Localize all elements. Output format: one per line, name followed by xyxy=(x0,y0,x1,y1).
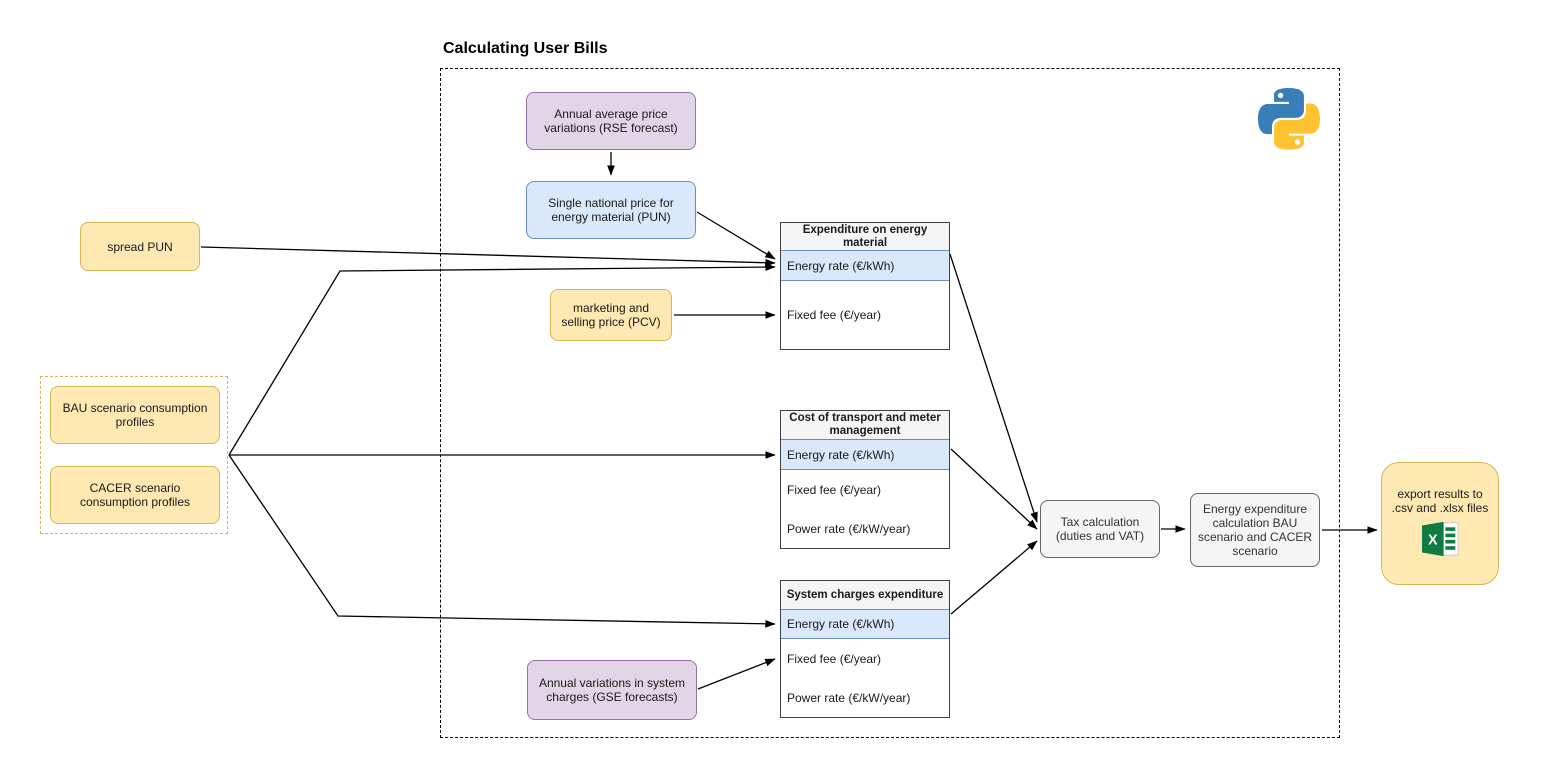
edge-table1-to-tax xyxy=(949,253,1038,523)
python-process-boundary xyxy=(440,68,1340,738)
node-bau-profiles-label: BAU scenario consumption profiles xyxy=(62,401,208,429)
consumption-profiles-group xyxy=(40,376,228,534)
edge-gse-to-fixed-fee3 xyxy=(697,658,776,690)
node-pcv-label: marketing and selling price (PCV) xyxy=(561,301,661,329)
edge-profiles-to-energy-rate3 xyxy=(228,454,776,628)
node-tax-calculation: Tax calculation (duties and VAT) xyxy=(1040,500,1160,558)
table-row-energy-rate: Energy rate (€/kWh) xyxy=(781,439,949,470)
node-cacer-profiles: CACER scenario consumption profiles xyxy=(50,466,220,524)
node-pun: Single national price for energy materia… xyxy=(526,181,696,239)
node-cacer-profiles-label: CACER scenario consumption profiles xyxy=(79,481,191,509)
python-logo-icon xyxy=(1258,88,1320,150)
table-system-charges: System charges expenditure Energy rate (… xyxy=(780,580,950,718)
node-rse-forecast-label: Annual average price variations (RSE for… xyxy=(544,107,678,135)
node-tax-calculation-label: Tax calculation (duties and VAT) xyxy=(1055,515,1145,543)
table-expenditure-energy-material: Expenditure on energy material Energy ra… xyxy=(780,222,950,350)
table-header: Cost of transport and meter management xyxy=(781,411,949,439)
table-row-fixed-fee: Fixed fee (€/year) xyxy=(787,482,882,497)
edge-pun-to-energy-rate1 xyxy=(696,211,776,260)
table-header: Expenditure on energy material xyxy=(781,223,949,250)
table-row-fixed-fee: Fixed fee (€/year) xyxy=(787,308,882,322)
node-pun-label: Single national price for energy materia… xyxy=(548,196,674,224)
table-row-fixed-fee: Fixed fee (€/year) xyxy=(787,651,882,666)
edge-table3-to-tax xyxy=(950,540,1038,615)
node-spread-pun: spread PUN xyxy=(80,222,200,271)
node-export-results-label: export results to .csv and .xlsx files xyxy=(1391,487,1489,515)
node-energy-expenditure: Energy expenditure calculation BAU scena… xyxy=(1190,493,1320,567)
node-rse-forecast: Annual average price variations (RSE for… xyxy=(526,92,696,150)
table-row-power-rate: Power rate (€/kW/year) xyxy=(787,690,911,705)
table-row-power-rate: Power rate (€/kW/year) xyxy=(787,521,911,536)
edge-profiles-to-energy-rate1 xyxy=(228,263,776,456)
edge-spreadpun-to-energy-rate1 xyxy=(200,246,776,267)
table-row-energy-rate: Energy rate (€/kWh) xyxy=(781,250,949,281)
node-spread-pun-label: spread PUN xyxy=(107,239,173,254)
node-gse-forecast-label: Annual variations in system charges (GSE… xyxy=(538,676,686,704)
table-row-energy-rate: Energy rate (€/kWh) xyxy=(781,609,949,639)
edge-table2-to-tax xyxy=(950,448,1038,530)
node-gse-forecast: Annual variations in system charges (GSE… xyxy=(527,660,697,720)
node-bau-profiles: BAU scenario consumption profiles xyxy=(50,386,220,444)
excel-icon: X xyxy=(1420,521,1460,560)
svg-text:X: X xyxy=(1428,532,1438,548)
table-transport-meter: Cost of transport and meter management E… xyxy=(780,410,950,549)
diagram-title: Calculating User Bills xyxy=(443,40,608,57)
node-energy-expenditure-label: Energy expenditure calculation BAU scena… xyxy=(1197,502,1313,558)
node-export-results: export results to .csv and .xlsx files X xyxy=(1381,462,1499,585)
table-header: System charges expenditure xyxy=(781,581,949,609)
node-pcv: marketing and selling price (PCV) xyxy=(550,289,672,341)
